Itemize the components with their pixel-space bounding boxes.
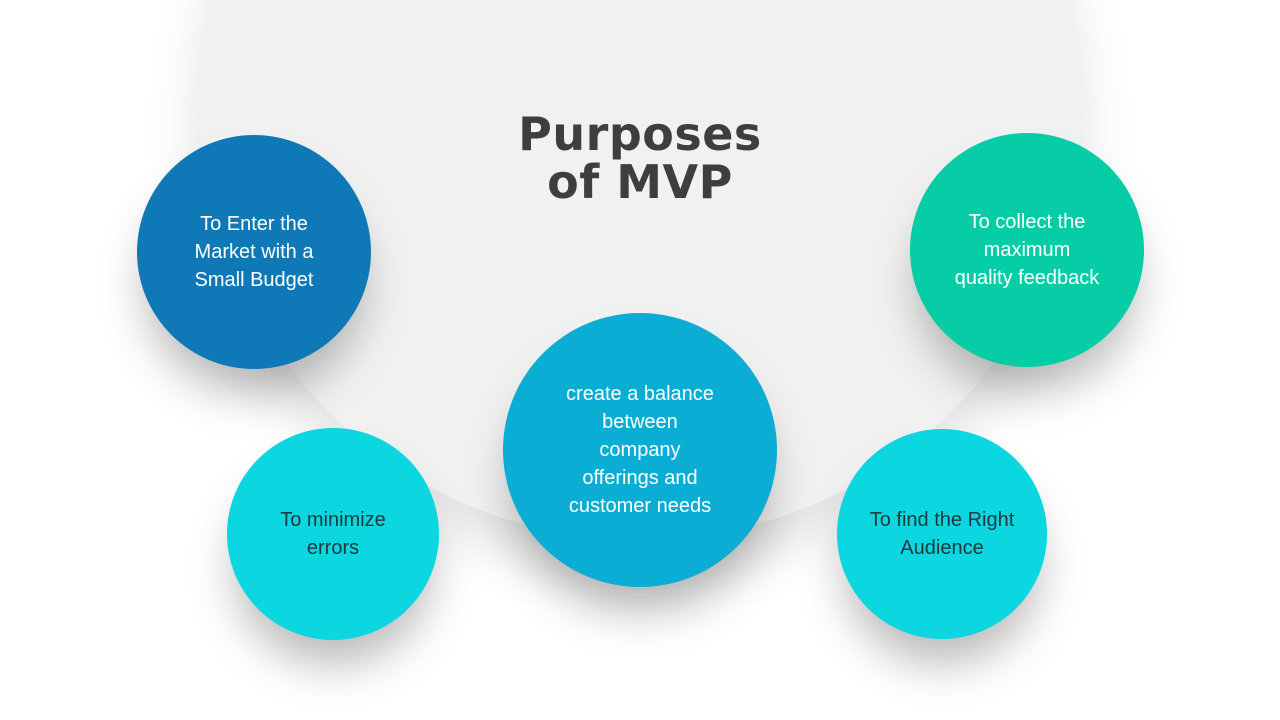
bubble-label: create a balance between company offerin… (566, 383, 714, 517)
bubble-collect-feedback: To collect the maximum quality feedback (910, 133, 1144, 367)
bubble-label: To find the Right Audience (869, 509, 1015, 559)
slide-title: Purposes of MVP (518, 107, 762, 209)
bubble-label: To minimize errors (280, 509, 386, 559)
bubble-find-audience: To find the Right Audience (837, 429, 1047, 639)
bubble-minimize-errors: To minimize errors (227, 428, 439, 640)
bubble-enter-market: To Enter the Market with a Small Budget (137, 135, 371, 369)
bubble-balance-offerings-needs: create a balance between company offerin… (503, 313, 777, 587)
bubble-label: To Enter the Market with a Small Budget (194, 213, 314, 291)
bubble-label: To collect the maximum quality feedback (954, 211, 1100, 289)
